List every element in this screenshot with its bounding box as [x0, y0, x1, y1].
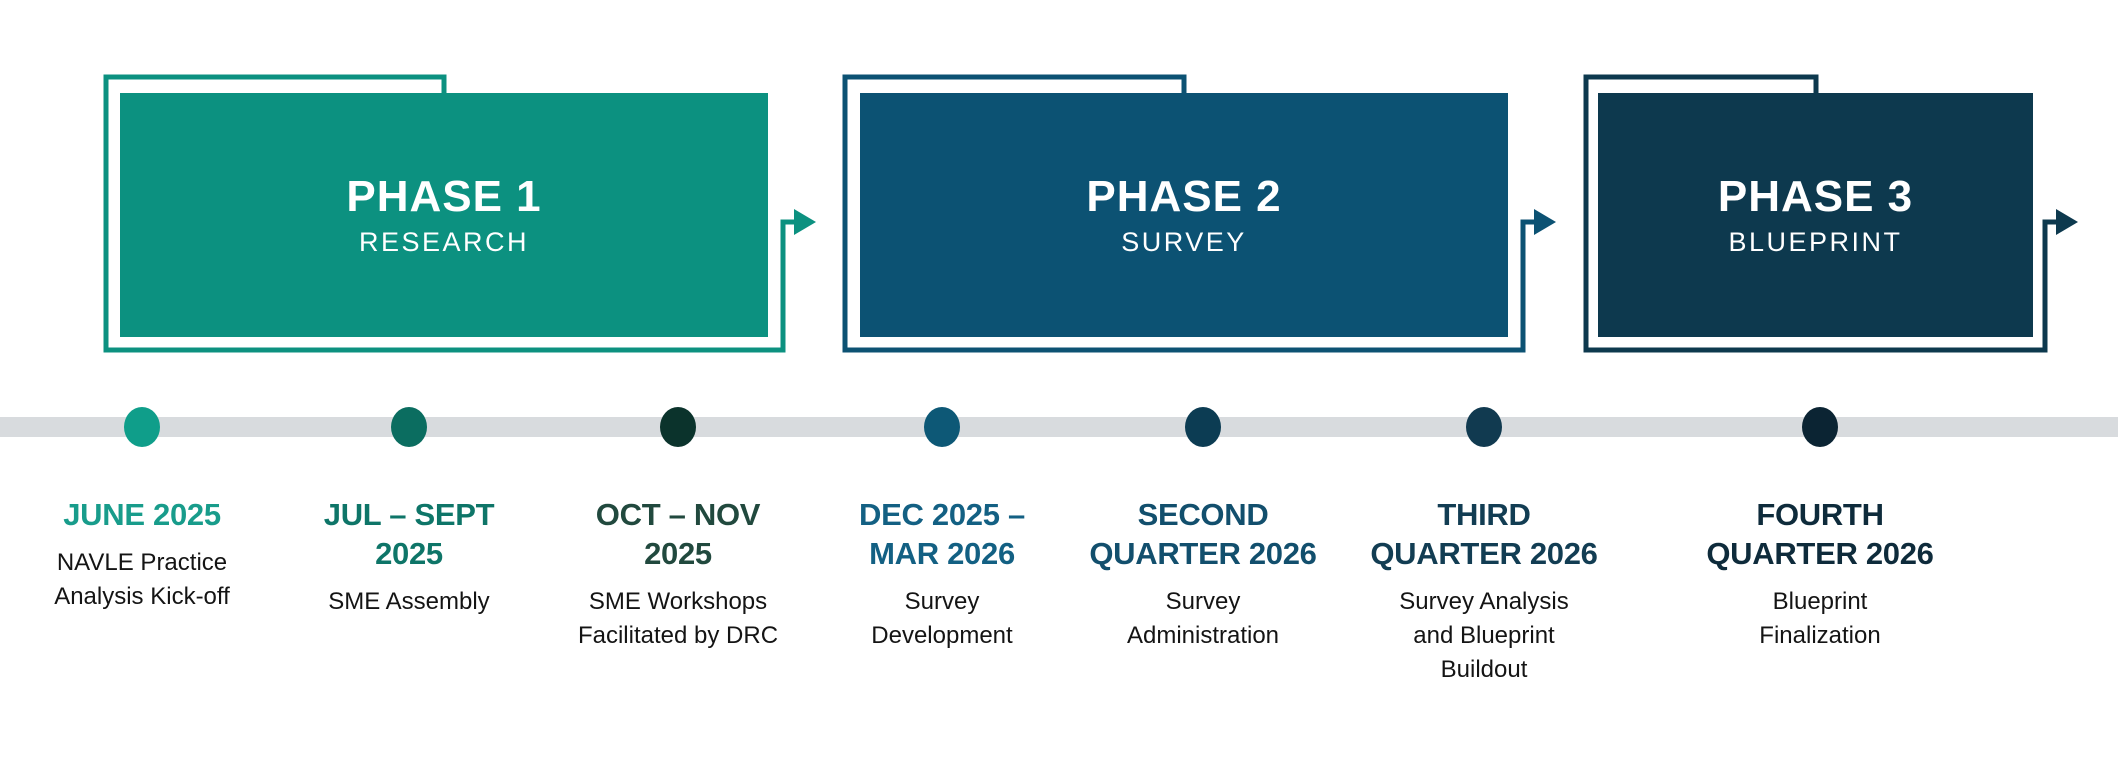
milestone-1-date: JUNE 2025	[63, 497, 221, 532]
milestone-5: SECOND QUARTER 2026 Survey Administratio…	[1073, 495, 1333, 653]
milestone-7: FOURTH QUARTER 2026 Blueprint Finalizati…	[1690, 495, 1950, 653]
timeline-bar	[0, 417, 2118, 437]
milestone-6-date: THIRD QUARTER 2026	[1370, 497, 1598, 571]
milestone-5-description: Survey Administration	[1126, 588, 1280, 649]
phase-3-subtitle: BLUEPRINT	[1728, 226, 1903, 257]
phase-2-connector-arrow-icon	[842, 74, 1556, 353]
phase-3-box: PHASE 3 BLUEPRINT	[1598, 93, 2033, 337]
timeline-dot-4	[924, 407, 960, 447]
milestone-3: OCT – NOV 2025 SME Workshops Facilitated…	[548, 495, 808, 653]
milestone-7-date: FOURTH QUARTER 2026	[1706, 497, 1934, 571]
timeline-dot-6	[1466, 407, 1502, 447]
milestone-1-description: NAVLE Practice Analysis Kick-off	[54, 549, 230, 610]
milestone-2-description: SME Assembly	[328, 588, 490, 615]
phase-3-title: PHASE 3	[1717, 171, 1914, 221]
phase-1-connector-arrow-icon	[103, 74, 816, 353]
milestone-6: THIRD QUARTER 2026 Survey Analysis and B…	[1354, 495, 1614, 687]
phase-3-connector-arrow-icon	[1583, 74, 2078, 353]
phase-2-box: PHASE 2 SURVEY	[860, 93, 1508, 337]
phase-2-group: PHASE 2 SURVEY	[840, 70, 1570, 360]
timeline-dot-3	[660, 407, 696, 447]
milestone-4-description: Survey Development	[871, 588, 1013, 649]
phase-1-box: PHASE 1 RESEARCH	[120, 93, 768, 337]
timeline-dot-5	[1185, 407, 1221, 447]
milestone-4: DEC 2025 – MAR 2026 Survey Development	[812, 495, 1072, 653]
milestone-4-date: DEC 2025 – MAR 2026	[859, 497, 1025, 571]
milestone-6-description: Survey Analysis and Blueprint Buildout	[1399, 588, 1569, 683]
milestone-3-date: OCT – NOV 2025	[595, 497, 761, 571]
phase-2-subtitle: SURVEY	[1121, 226, 1247, 257]
phase-1-subtitle: RESEARCH	[358, 226, 530, 257]
timeline-dot-2	[391, 407, 427, 447]
milestone-2: JUL – SEPT 2025 SME Assembly	[279, 495, 539, 619]
timeline-dot-7	[1802, 407, 1838, 447]
timeline-dot-1	[124, 407, 160, 447]
milestone-2-date: JUL – SEPT 2025	[323, 497, 495, 571]
milestone-1: JUNE 2025 NAVLE Practice Analysis Kick-o…	[12, 495, 272, 614]
phase-1-title: PHASE 1	[346, 171, 542, 221]
phase-3-group: PHASE 3 BLUEPRINT	[1580, 70, 2100, 360]
phase-1-group: PHASE 1 RESEARCH	[100, 70, 830, 360]
milestone-7-description: Blueprint Finalization	[1759, 588, 1881, 649]
milestone-5-date: SECOND QUARTER 2026	[1089, 497, 1317, 571]
phase-2-title: PHASE 2	[1086, 171, 1282, 221]
milestone-3-description: SME Workshops Facilitated by DRC	[577, 588, 779, 649]
